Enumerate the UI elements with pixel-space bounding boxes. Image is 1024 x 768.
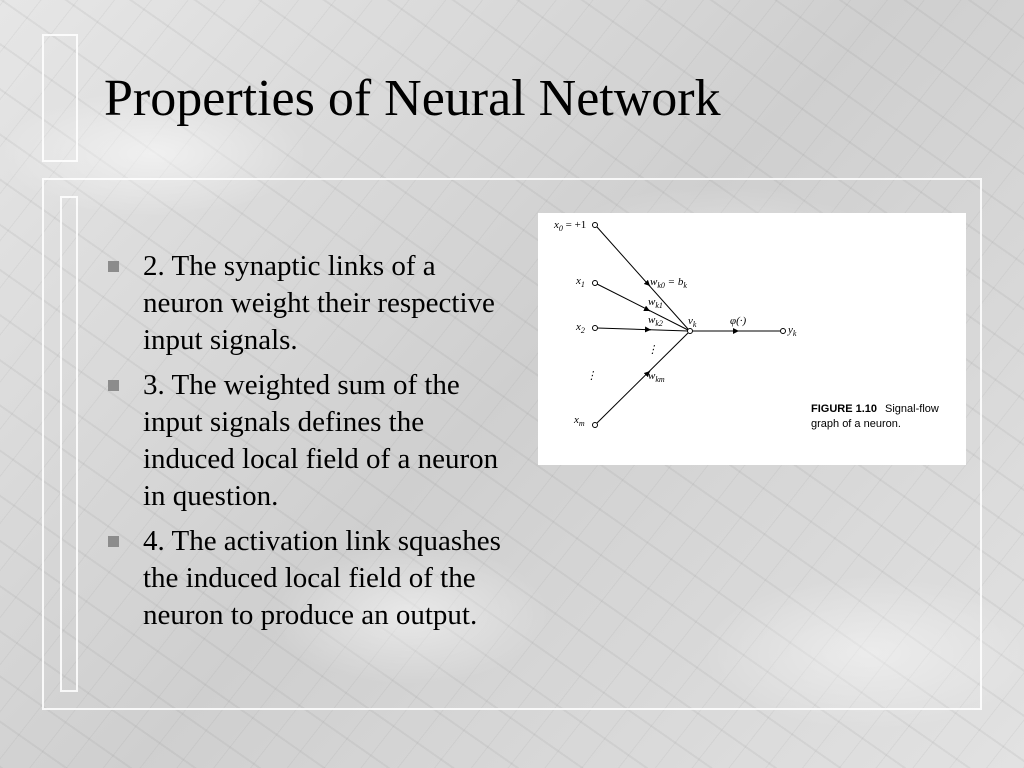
label-vk: vk (688, 315, 697, 329)
bullet-item: 4. The activation link squashes the indu… (108, 523, 518, 634)
signal-flow-figure: x0 = +1 x1 x2 xm wk0 = bk wk1 wk2 wkm vk… (538, 213, 966, 465)
bullet-text: 4. The activation link squashes the indu… (143, 525, 501, 631)
edge-x2 (596, 327, 689, 332)
label-x2: x2 (575, 321, 585, 335)
arrow-wk0-icon (643, 279, 651, 287)
label-wkm: wkm (648, 370, 665, 384)
node-x0 (592, 222, 598, 228)
square-bullet-icon (108, 536, 119, 547)
bullet-item: 3. The weighted sum of the input signals… (108, 367, 518, 515)
label-wk2: wk2 (648, 314, 663, 328)
content-frame (42, 178, 982, 710)
title-frame-accent (42, 34, 78, 162)
label-xm: xm (573, 414, 585, 428)
node-vk (687, 328, 693, 334)
label-x0: x0 = +1 (553, 219, 586, 233)
bullet-text: 3. The weighted sum of the input signals… (143, 369, 499, 512)
slide-title: Properties of Neural Network (104, 70, 721, 127)
bullet-item: 2. The synaptic links of a neuron weight… (108, 248, 518, 359)
label-phi: φ(·) (730, 315, 746, 327)
edge-xm (596, 332, 689, 424)
bullet-text: 2. The synaptic links of a neuron weight… (143, 250, 495, 356)
bullet-list: 2. The synaptic links of a neuron weight… (108, 248, 518, 642)
content-frame-accent (60, 196, 78, 692)
label-wk1: wk1 (648, 296, 663, 310)
label-wk0: wk0 = bk (650, 276, 687, 290)
signal-flow-graph: x0 = +1 x1 x2 xm wk0 = bk wk1 wk2 wkm vk… (553, 219, 939, 430)
figure-caption-line2: graph of a neuron. (811, 418, 901, 430)
node-x2 (592, 325, 598, 331)
vdots-inputs: ⋮ (586, 370, 597, 382)
square-bullet-icon (108, 380, 119, 391)
label-x1: x1 (575, 275, 585, 289)
edge-x1 (596, 283, 689, 331)
node-yk (780, 328, 786, 334)
square-bullet-icon (108, 261, 119, 272)
node-x1 (592, 280, 598, 286)
edge-x0 (596, 226, 689, 330)
arrow-wk1-icon (643, 305, 651, 312)
arrow-wkm-icon (643, 370, 651, 378)
label-yk: yk (787, 324, 797, 338)
node-xm (592, 422, 598, 428)
vdots-weights: ⋮ (647, 344, 658, 356)
